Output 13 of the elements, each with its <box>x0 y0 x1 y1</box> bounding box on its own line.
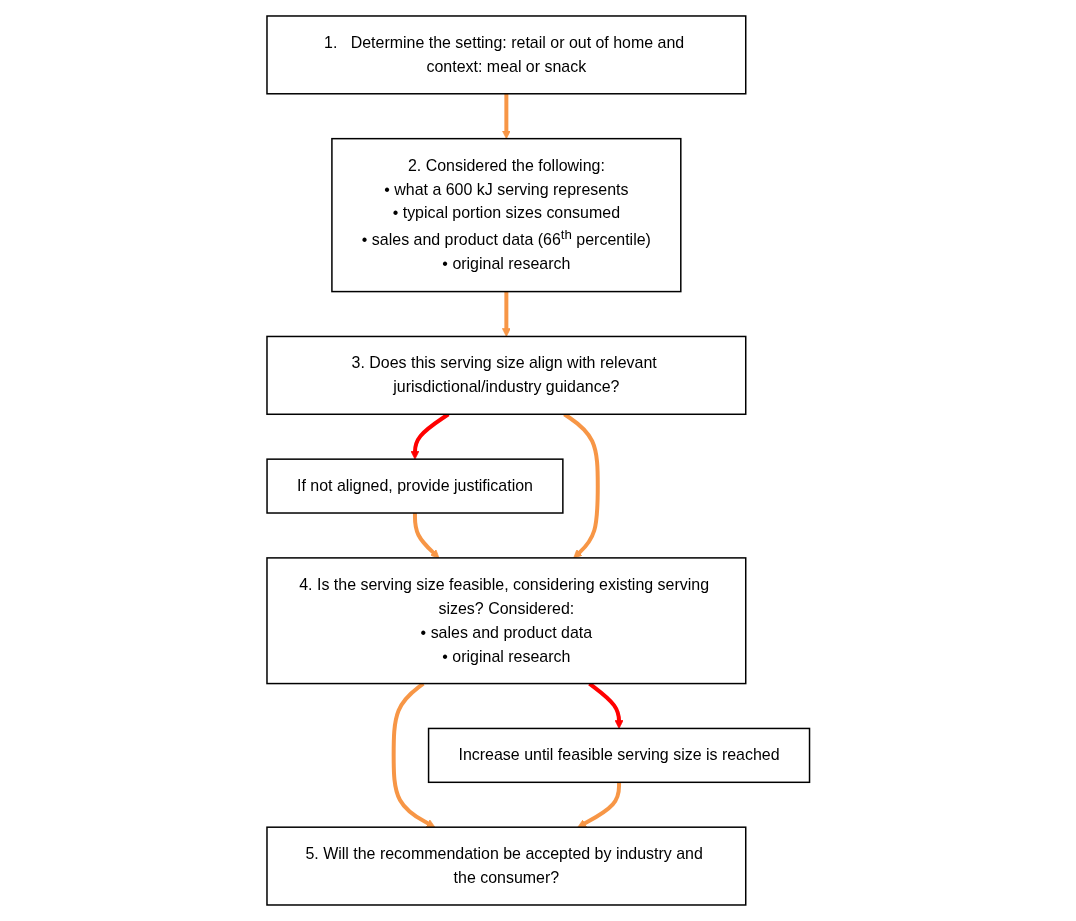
arrow <box>501 291 511 337</box>
node-box: 5. Will the recommendation be accepted by industry and the consumer? <box>265 826 747 906</box>
arrow <box>412 513 440 559</box>
node-box: 1. Determine the setting: retail or out of home and context: meal or snack <box>265 15 747 95</box>
node-box: 3. Does this serving size align with relevant jurisdictional/industry guidance? <box>265 335 747 416</box>
node-box: 4. Is the serving size feasible, considering existing serving sizes? Considered: • sales and product data • original research <box>265 557 747 685</box>
arrow <box>391 682 436 828</box>
node-box: 2. Considered the following: • what a 600 kJ serving represents • typical portion sizes consumed • sales and product data (66$^{th}$ percentile) • original research <box>330 137 682 293</box>
node-box: If not aligned, provide justification <box>266 458 564 514</box>
arrow <box>587 682 624 729</box>
node-box: Increase until feasible serving size is reached <box>427 727 810 784</box>
arrow <box>501 93 511 140</box>
arrow <box>577 782 621 828</box>
